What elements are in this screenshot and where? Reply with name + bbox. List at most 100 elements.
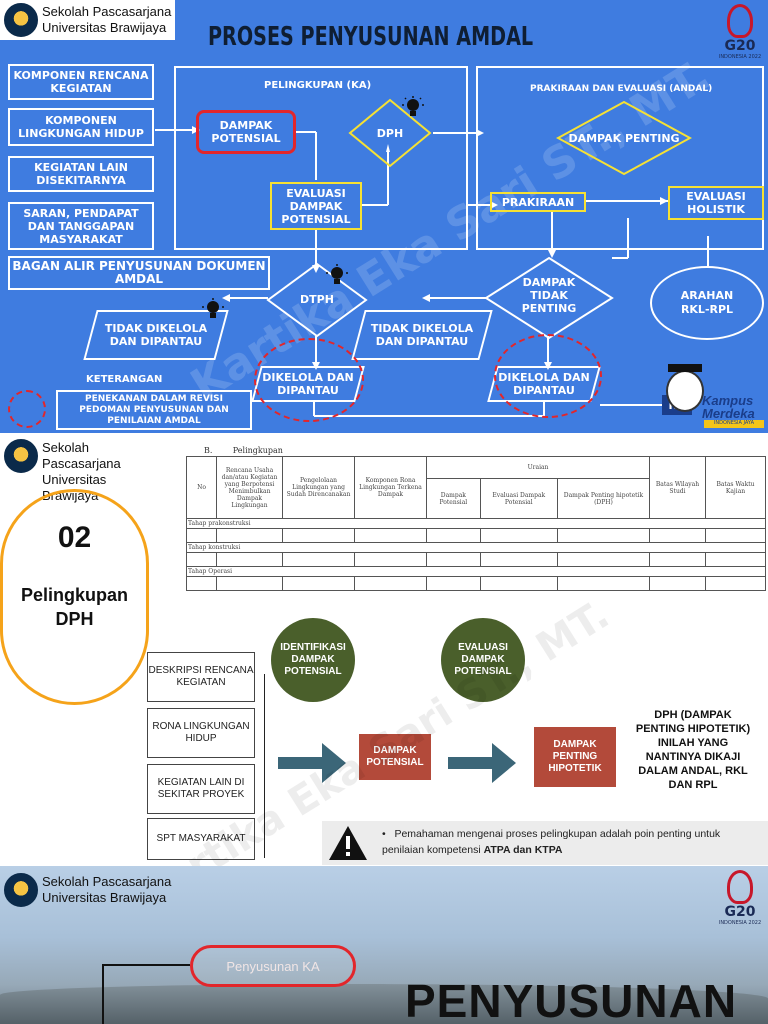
bagan-alir-label: BAGAN ALIR PENYUSUNAN DOKUMEN AMDAL	[8, 256, 270, 290]
left-box-kegiatan: KEGIATAN LAIN DI SEKITAR PROYEK	[147, 764, 255, 814]
g20-label: G20	[724, 38, 756, 54]
section-pill	[0, 489, 149, 705]
dtph-diamond	[266, 262, 368, 338]
evaluasi-dampak-potensial-box: EVALUASI DAMPAK POTENSIAL	[270, 182, 362, 230]
connector-line	[102, 964, 104, 1024]
sub-header: Evaluasi Dampak Potensial	[479, 478, 558, 519]
arrow-right-icon	[278, 743, 346, 783]
kampus-merdeka-label: Kampus Merdeka	[702, 393, 755, 421]
box-dampak-penting-hipotetik: DAMPAK PENTING HIPOTETIK	[534, 727, 616, 787]
lightbulb-icon	[326, 264, 348, 284]
left-box-spt: SPT MASYARAKAT	[147, 818, 255, 860]
g20-sub: INDONESIA 2022	[718, 920, 762, 926]
frame-andal	[476, 66, 764, 250]
sub-header: Dampak Potensial	[426, 478, 481, 519]
institution-name: Sekolah Pascasarjana Universitas Brawija…	[42, 874, 171, 906]
keterangan-label: KETERANGAN	[86, 374, 163, 385]
legend-circle-icon	[8, 390, 46, 428]
dph-diamond	[348, 98, 432, 168]
university-logo	[4, 873, 38, 907]
g20-flame-icon	[727, 4, 753, 38]
pelingkupan-matrix: B. Pelingkupan No Rencana Usaha dan/atau…	[186, 446, 766, 591]
tidak-dikelola-2: TIDAK DIKELOLA DAN DIPANTAU	[351, 310, 493, 360]
keterangan-text: PENEKANAN DALAM REVISI PEDOMAN PENYUSUNA…	[56, 390, 252, 430]
dph-description: DPH (DAMPAK PENTING HIPOTETIK) INILAH YA…	[635, 709, 751, 791]
connector-line	[102, 964, 190, 966]
slide-title: PROSES PENYUSUNAN AMDAL	[208, 22, 534, 52]
section-subtitle: Pelingkupan DPH	[0, 583, 149, 631]
g20-flame-icon	[727, 870, 753, 904]
graduation-cap-icon	[668, 364, 702, 372]
input-komponen-lingkungan: KOMPONEN LINGKUNGAN HIDUP	[8, 108, 154, 146]
institution-line1: Sekolah Pascasarjana	[42, 4, 172, 19]
slide-pelingkupan-dph: Sekolah Pascasarjana Universitas Brawija…	[0, 433, 768, 866]
penyusunan-ka-pill: Penyusunan KA	[190, 945, 356, 987]
dtph-label: DTPH	[300, 292, 334, 306]
tidak-dikelola-1: TIDAK DIKELOLA DAN DIPANTAU	[83, 310, 229, 360]
matrix-section-label: B. Pelingkupan	[204, 446, 283, 455]
circle-evaluasi: EVALUASI DAMPAK POTENSIAL	[441, 618, 525, 702]
left-box-deskripsi: DESKRIPSI RENCANA KEGIATAN	[147, 652, 255, 702]
input-saran-pendapat: SARAN, PENDAPAT DAN TANGGAPAN MASYARAKAT	[8, 202, 154, 250]
dph-label: DPH	[376, 126, 404, 140]
lightbulb-icon	[402, 96, 424, 116]
kampus-merdeka-sub: INDONESIA JAYA	[704, 420, 764, 428]
sub-header: Dampak Penting hipotetik (DPH)	[556, 478, 651, 519]
g20-sub: INDONESIA 2022	[718, 54, 762, 60]
col-header: No	[186, 456, 217, 519]
emphasis-circle-2	[494, 334, 602, 418]
box-dampak-potensial: DAMPAK POTENSIAL	[359, 734, 431, 780]
left-box-rona: RONA LINGKUNGAN HIDUP	[147, 708, 255, 758]
institution-line1: Sekolah Pascasarjana	[42, 440, 121, 471]
g20-logo: G20 INDONESIA 2022	[718, 4, 762, 68]
note-prefix: Pemahaman mengenai proses pelingkupan ad…	[382, 828, 721, 856]
institution-line2: Universitas Brawijaya	[42, 20, 167, 35]
university-logo	[4, 439, 38, 473]
bracket-line	[264, 674, 265, 858]
kampus-merdeka-badge: Kampus Merdeka INDONESIA JAYA	[662, 362, 768, 433]
frame-pelingkupan	[174, 66, 468, 250]
note-text: • Pemahaman mengenai proses pelingkupan …	[382, 828, 721, 856]
landscape-hills	[0, 984, 768, 1024]
frame-andal-label: PRAKIRAAN DAN EVALUASI (ANDAL)	[530, 84, 713, 94]
slide-penyusunan: Sekolah Pascasarjana Universitas Brawija…	[0, 866, 768, 1024]
prakiraan-box: PRAKIRAAN	[490, 192, 586, 212]
col-header: Batas Waktu Kajian	[705, 456, 766, 519]
col-header: Batas Wilayah Studi	[649, 456, 706, 519]
arahan-rkl-rpl-oval: ARAHAN RKL-RPL	[650, 266, 764, 340]
frame-pelingkupan-label: PELINGKUPAN (KA)	[264, 80, 372, 91]
section-subtitle-line2: DPH	[55, 609, 94, 629]
lightbulb-icon	[202, 298, 224, 318]
dampak-tidak-penting-label: DAMPAK TIDAK PENTING	[521, 275, 577, 315]
phase-row: Tahap Operasi	[186, 566, 766, 577]
matrix-table: No Rencana Usaha dan/atau Kegiatan yang …	[186, 456, 766, 591]
institution-line2: Universitas Brawijaya	[42, 890, 167, 905]
dampak-penting-diamond	[556, 100, 692, 176]
g20-label: G20	[724, 904, 756, 920]
evaluasi-holistik-box: EVALUASI HOLISTIK	[668, 186, 764, 220]
input-kegiatan-lain: KEGIATAN LAIN DISEKITARNYA	[8, 156, 154, 192]
slide-header: Sekolah Pascasarjana Universitas Brawija…	[0, 0, 768, 52]
institution-line1: Sekolah Pascasarjana	[42, 874, 172, 889]
institution-name: Sekolah Pascasarjana Universitas Brawija…	[42, 4, 171, 36]
input-komponen-rencana: KOMPONEN RENCANA KEGIATAN	[8, 64, 154, 100]
arrow-right-icon	[448, 743, 516, 783]
col-header: Pengelolaan Lingkungan yang Sudah Direnc…	[282, 456, 355, 519]
competency-note: • Pemahaman mengenai proses pelingkupan …	[322, 821, 768, 865]
slide3-title: PENYUSUNAN	[405, 975, 738, 1024]
university-logo	[4, 3, 38, 37]
col-header: Rencana Usaha dan/atau Kegiatan yang Ber…	[216, 456, 283, 519]
mascot-icon	[666, 370, 704, 412]
col-header: Komponen Rona Lingkungan Terkena Dampak	[354, 456, 427, 519]
phase-row: Tahap konstruksi	[186, 542, 766, 553]
section-subtitle-line1: Pelingkupan	[20, 585, 128, 605]
circle-identifikasi: IDENTIFIKASI DAMPAK POTENSIAL	[271, 618, 355, 702]
dampak-potensial-box: DAMPAK POTENSIAL	[196, 110, 296, 154]
g20-logo: G20 INDONESIA 2022	[718, 870, 762, 934]
section-number: 02	[57, 521, 92, 554]
emphasis-circle-1	[254, 338, 364, 422]
warning-icon	[329, 826, 367, 860]
dampak-penting-label: DAMPAK PENTING	[568, 131, 680, 145]
note-bold: ATPA dan KTPA	[483, 844, 563, 856]
col-header: Uraian	[426, 456, 650, 479]
